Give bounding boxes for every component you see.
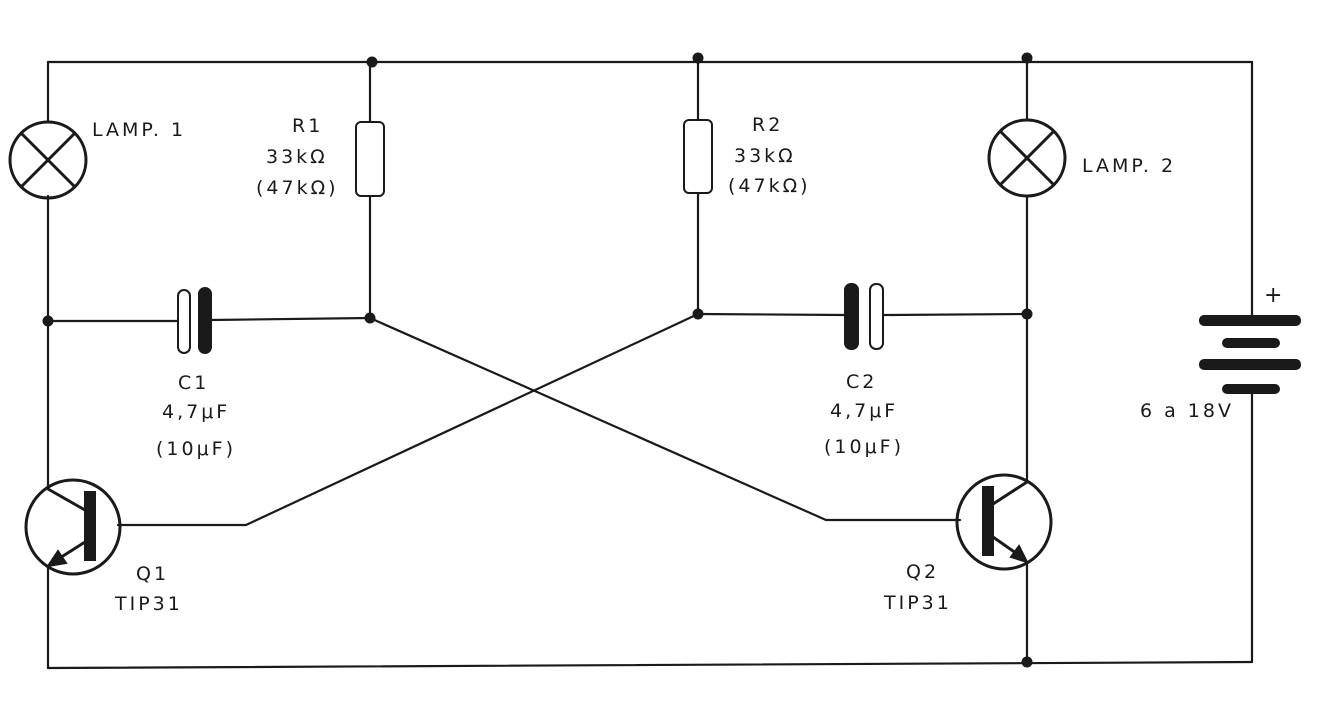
c2-value: 4,7μF — [830, 400, 898, 422]
node-right-c2 — [1021, 308, 1033, 320]
r1-alt-value: (47kΩ) — [256, 177, 339, 199]
c1-name: C1 — [178, 372, 209, 394]
q2-part: TIP31 — [883, 592, 952, 614]
q1-emitter-arrow-icon — [45, 549, 68, 568]
r1-resistor-symbol — [355, 121, 385, 197]
cross-wire-r1-to-q2 — [368, 316, 962, 522]
c2-left-wire — [696, 312, 847, 317]
node-bottom-q2 — [1021, 656, 1033, 668]
node-left-c1 — [42, 315, 54, 327]
lamp1-symbol — [8, 120, 88, 200]
r2-alt-value: (47kΩ) — [728, 175, 811, 197]
c1-alt-value: (10μF) — [156, 438, 236, 460]
node-top-lamp2 — [1021, 52, 1033, 64]
junction-nodes — [42, 52, 1033, 668]
lamp1-label: LAMP. 1 — [92, 119, 186, 141]
r2-resistor-symbol — [683, 119, 713, 194]
q1-part: TIP31 — [114, 593, 183, 615]
r1-value: 33kΩ — [266, 146, 328, 168]
node-top-r2 — [692, 52, 704, 64]
battery-plus-sign: + — [1264, 283, 1285, 308]
lamp2-symbol — [987, 118, 1067, 198]
battery-voltage: 6 a 18V — [1140, 400, 1234, 422]
c1-right-wire — [209, 316, 372, 322]
wires — [46, 56, 1254, 670]
c1-capacitor-symbol — [177, 287, 212, 354]
bottom-rail-wire — [46, 660, 1254, 670]
node-r1-c1 — [364, 312, 376, 324]
q1-transistor-symbol — [24, 478, 122, 576]
c2-capacitor-symbol — [844, 283, 884, 350]
node-top-r1 — [366, 56, 378, 68]
cross-wire-r2-to-q1 — [116, 312, 700, 527]
c2-right-wire — [882, 312, 1029, 317]
lamp2-label: LAMP. 2 — [1082, 155, 1176, 177]
c2-alt-value: (10μF) — [824, 436, 904, 458]
c1-value: 4,7μF — [162, 401, 230, 423]
battery-symbol — [1199, 315, 1301, 394]
r2-value: 33kΩ — [734, 145, 796, 167]
r1-name: R1 — [292, 115, 323, 137]
c2-name: C2 — [846, 371, 877, 393]
node-r2-c2 — [692, 308, 704, 320]
q2-transistor-symbol — [955, 473, 1053, 571]
q1-name: Q1 — [136, 563, 169, 585]
q2-name: Q2 — [906, 561, 939, 583]
q2-emitter-arrow-icon — [1009, 544, 1029, 564]
r2-name: R2 — [752, 114, 783, 136]
